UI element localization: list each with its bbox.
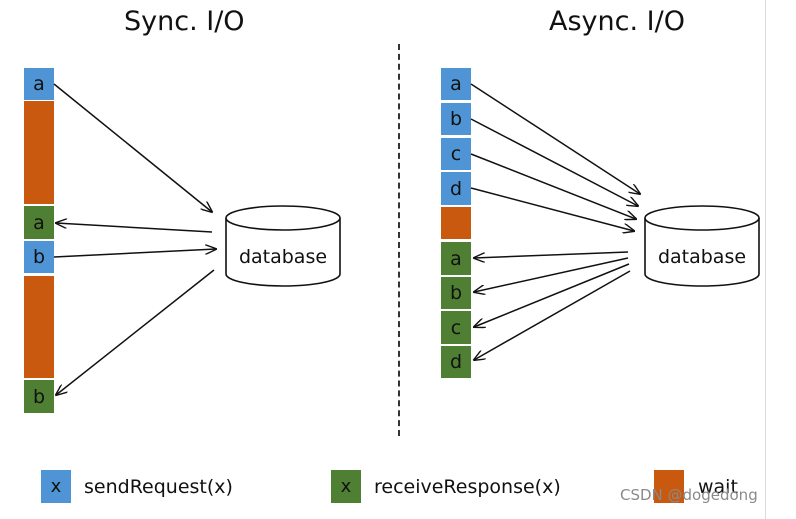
async-database-label: database	[658, 246, 746, 268]
async-recv-c: c	[441, 311, 471, 344]
sync-io-title: Sync. I/O	[124, 6, 245, 37]
async-send-a: a	[441, 68, 471, 100]
legend-receive-label: receiveResponse(x)	[374, 476, 561, 498]
async-recv-b: b	[441, 277, 471, 309]
async-arrow-request-a	[470, 83, 640, 194]
legend-wait-label: wait	[698, 476, 738, 498]
async-arrow-response-d	[474, 270, 631, 360]
legend-wait-swatch	[654, 470, 684, 503]
async-send-b: b	[441, 103, 471, 135]
sync-send-a: a	[24, 68, 54, 100]
sync-send-b: b	[24, 241, 54, 273]
sync-recv-a: a	[24, 206, 54, 239]
sync-recv-b: b	[24, 380, 54, 413]
async-send-c: c	[441, 138, 471, 170]
sync-wait-2	[24, 276, 54, 378]
async-arrow-request-d	[470, 187, 634, 231]
right-border-line	[765, 0, 766, 519]
async-arrow-response-b	[474, 257, 629, 292]
async-send-d: d	[441, 172, 471, 205]
async-arrow-response-a	[474, 251, 629, 258]
legend-send-label: sendRequest(x)	[84, 476, 233, 498]
async-arrow-response-c	[474, 263, 630, 327]
sync-database-cylinder: database	[225, 205, 341, 287]
sync-database-label: database	[239, 246, 327, 268]
async-recv-a: a	[441, 242, 471, 275]
sync-arrow-response-b	[56, 269, 215, 395]
legend-receive-swatch: x	[331, 470, 361, 503]
async-arrow-request-b	[470, 118, 638, 206]
async-database-cylinder: database	[644, 205, 760, 287]
csdn-watermark: CSDN @dogedong	[620, 486, 758, 504]
async-recv-d: d	[441, 346, 471, 378]
sync-arrow-request-b	[53, 249, 216, 258]
dashed-divider	[398, 44, 400, 436]
sync-arrow-request-a	[53, 83, 212, 212]
async-arrow-request-c	[470, 153, 636, 219]
async-wait	[441, 207, 471, 239]
legend-send-swatch: x	[41, 470, 71, 503]
sync-wait-1	[24, 101, 54, 204]
async-io-title: Async. I/O	[549, 6, 685, 37]
sync-arrow-response-a	[56, 223, 213, 233]
